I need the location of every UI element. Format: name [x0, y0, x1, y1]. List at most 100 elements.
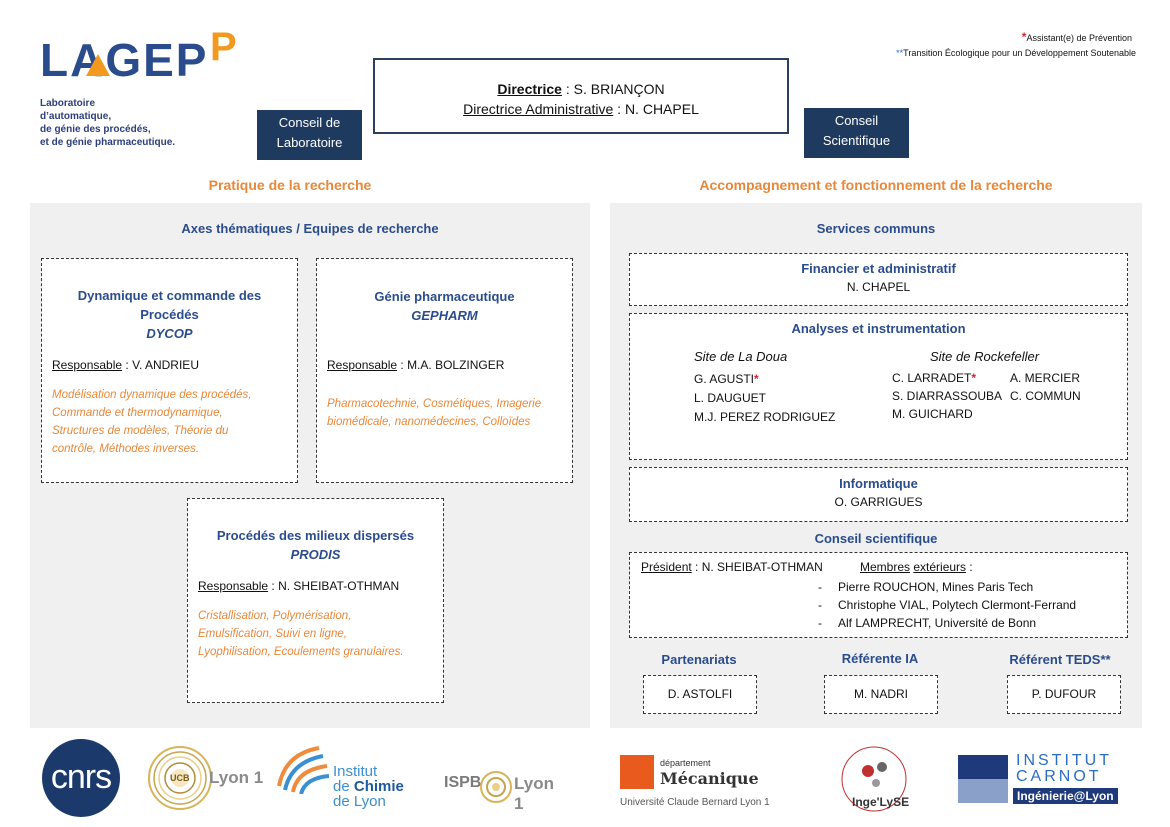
carnot-line3: Ingénierie@Lyon: [1013, 788, 1118, 804]
referent-teds-title: Référent TEDS**: [1009, 652, 1111, 667]
carnot-icon: [958, 755, 1008, 779]
financier-box: Financier et administratif N. CHAPEL: [629, 253, 1128, 306]
referent-teds-box: P. DUFOUR: [1007, 675, 1121, 714]
topic-line: biomédicale, nanomédecines, Colloïdes: [327, 416, 531, 428]
site-rockefeller-col2: A. MERCIER C. COMMUN: [1010, 369, 1081, 405]
person: G. AGUSTI: [694, 372, 755, 386]
team-name: Génie pharmaceutique: [374, 289, 515, 304]
footnote-1: *Assistant(e) de Prévention: [1022, 30, 1132, 44]
conseil-lab-line: Conseil de: [278, 115, 341, 130]
resp-name: : M.A. BOLZINGER: [397, 358, 505, 372]
team-topics: Cristallisation, Polymérisation, Emulsif…: [198, 607, 433, 661]
president-name: : N. SHEIBAT-OTHMAN: [691, 560, 823, 574]
topic-line: Pharmacotechnie, Cosmétiques, Imagerie: [327, 398, 542, 410]
informatique-title: Informatique: [839, 476, 918, 491]
team-topics: Modélisation dynamique des procédés, Com…: [52, 386, 287, 458]
icl-line: de: [333, 778, 350, 795]
red-star: *: [971, 371, 977, 385]
members-colon: :: [966, 560, 973, 574]
site-doua: Site de La Doua: [694, 349, 788, 364]
director-label: Directrice: [497, 81, 562, 97]
conseil-sci-line: Scientifique: [822, 133, 891, 148]
resp-label: Responsable: [327, 358, 398, 372]
team-topics: Pharmacotechnie, Cosmétiques, Imagerie b…: [327, 395, 562, 431]
president-label: Président: [641, 560, 692, 574]
team-acronym: PRODIS: [290, 547, 341, 562]
lyon1-text: Lyon 1: [209, 768, 264, 787]
conseil-lab-line: Laboratoire: [276, 135, 343, 150]
services-title: Services communs: [816, 221, 936, 236]
members-list: -Pierre ROUCHON, Mines Paris Tech -Chris…: [818, 580, 1077, 630]
mecanique-logo: département Mécanique Université Claude …: [620, 755, 800, 815]
topic-line: Lyophilisation, Ecoulements granulaires.: [198, 646, 404, 658]
lagepp-logo: LAGEP P: [40, 25, 260, 90]
financier-name: N. CHAPEL: [846, 280, 911, 294]
topic-line: contrôle, Méthodes inverses.: [52, 443, 200, 455]
financier-title: Financier et administratif: [801, 261, 956, 276]
analyses-box: Analyses et instrumentation Site de La D…: [629, 313, 1128, 460]
footnote-2: **Transition Écologique pour un Développ…: [896, 48, 1136, 58]
conseil-scientifique-title: Conseil scientifique: [814, 531, 938, 546]
red-star: *: [1021, 30, 1027, 44]
team-name: Dynamique et commande des Procédés: [77, 288, 262, 322]
lab-desc-line: et de génie pharmaceutique.: [40, 137, 176, 148]
person: C. COMMUN: [1010, 389, 1081, 403]
resp-label: Responsable: [52, 358, 123, 372]
right-section-title: Accompagnement et fonctionnement de la r…: [699, 177, 1053, 193]
person: M. GUICHARD: [892, 407, 973, 421]
ispb-text: ISPB: [444, 774, 482, 791]
meca-small-text: département: [660, 758, 711, 768]
resp-label: Responsable: [198, 579, 269, 593]
conseil-scientifique-box: Président : N. SHEIBAT-OTHMAN Membres ex…: [629, 552, 1128, 638]
member: Alf LAMPRECHT, Université de Bonn: [838, 616, 1037, 630]
resp-name: : N. SHEIBAT-OTHMAN: [268, 579, 400, 593]
informatique-name: O. GARRIGUES: [834, 495, 923, 509]
analyses-title: Analyses et instrumentation: [791, 321, 966, 336]
person: S. DIARRASSOUBA: [892, 389, 1003, 403]
team-box-dycop: Dynamique et commande des Procédés DYCOP…: [41, 258, 298, 483]
topic-line: Cristallisation, Polymérisation,: [198, 610, 352, 622]
teams-panel-title: Axes thématiques / Equipes de recherche: [181, 221, 439, 236]
site-rockefeller-col1: C. LARRADET* S. DIARRASSOUBA M. GUICHARD: [892, 369, 1002, 423]
team-box-prodis: Procédés des milieux dispersés PRODIS Re…: [187, 498, 444, 703]
svg-text:P: P: [210, 30, 237, 69]
ingelyse-text: Inge'LySE: [852, 795, 910, 809]
left-section-title: Pratique de la recherche: [208, 177, 372, 193]
topic-line: Modélisation dynamique des procédés,: [52, 389, 252, 401]
ucbl-logo: UCB Lyon 1: [147, 744, 267, 814]
resp-name: : V. ANDRIEU: [122, 358, 199, 372]
director-box: Directrice : S. BRIANÇON Directrice Admi…: [373, 58, 789, 134]
ucbl-inner-text: UCB: [170, 773, 190, 783]
mecanique-icon: [620, 755, 654, 789]
site-doua-people: G. AGUSTI* L. DAUGUET M.J. PEREZ RODRIGU…: [694, 370, 835, 427]
referente-ia-box: M. NADRI: [824, 675, 938, 714]
referente-ia-title: Référente IA: [841, 651, 919, 666]
icl-chimie: Chimie: [353, 778, 404, 795]
ingelyse-logo: Inge'LySE: [838, 745, 924, 817]
topic-line: Emulsification, Suivi en ligne,: [198, 628, 347, 640]
red-star: *: [754, 372, 759, 386]
carnot-line1: INSTITUT: [1016, 752, 1112, 769]
president: Président : N. SHEIBAT-OTHMAN: [641, 560, 823, 574]
icl-line: de Lyon: [333, 793, 386, 810]
informatique-box: Informatique O. GARRIGUES: [629, 467, 1128, 522]
person: A. MERCIER: [1010, 371, 1081, 385]
team-acronym: DYCOP: [146, 326, 193, 341]
cnrs-logo: cnrs: [42, 739, 120, 817]
member: Christophe VIAL, Polytech Clermont-Ferra…: [838, 598, 1077, 612]
conseil-sci-line: Conseil: [834, 113, 879, 128]
lab-desc-line: Laboratoire: [40, 98, 96, 109]
carnot-icon-part: [958, 779, 1008, 803]
meca-text: Mécanique: [660, 769, 759, 788]
site-rockefeller: Site de Rockefeller: [930, 349, 1040, 364]
team-box-gepharm: Génie pharmaceutique GEPHARM Responsable…: [316, 258, 573, 483]
footnote-text: Transition Écologique pour un Développem…: [903, 48, 1136, 58]
member: Pierre ROUCHON, Mines Paris Tech: [838, 580, 1034, 594]
icl-logo: Institut de Chimie de Lyon: [275, 742, 405, 817]
admin-name: : N. CHAPEL: [613, 101, 699, 117]
person: L. DAUGUET: [694, 391, 767, 405]
members-heading: Membres extérieurs :: [860, 560, 973, 574]
lab-desc-line: d’automatique,: [40, 111, 112, 122]
topic-line: Structures de modèles, Théorie du: [52, 425, 229, 437]
team-acronym: GEPHARM: [411, 308, 478, 323]
